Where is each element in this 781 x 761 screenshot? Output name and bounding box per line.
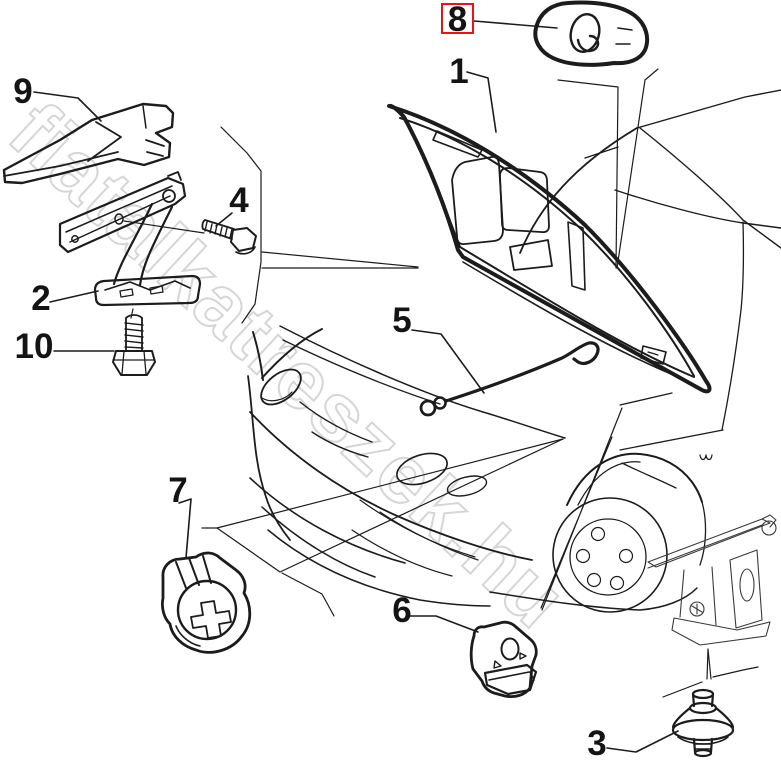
prop-rod-part-5[interactable] [419,341,600,417]
callout-part-10[interactable]: 10 [14,327,54,366]
pointer-wedges [123,68,759,698]
hinge-cover-part-9[interactable] [2,102,175,185]
hood-part-1[interactable] [387,103,712,394]
callout-part-8-highlighted[interactable]: 8 [441,2,474,37]
callout-part-3[interactable]: 3 [587,724,607,761]
callout-part-7[interactable]: 7 [168,471,188,510]
bolt-part-10[interactable] [112,314,156,376]
callout-part-1[interactable]: 1 [449,52,469,91]
buffer-part-3[interactable] [671,688,735,758]
hinge-part-2[interactable] [58,171,202,307]
bolt-part-4[interactable] [201,219,257,255]
buffer-part-7[interactable] [161,551,252,654]
callout-part-4[interactable]: 4 [229,181,249,220]
callout-part-9[interactable]: 9 [13,72,33,111]
grommet-part-8[interactable] [533,0,650,67]
front-panel-bracket-drawing [647,514,777,646]
leader-lines [33,20,679,753]
callout-part-5[interactable]: 5 [392,301,412,340]
clip-part-6[interactable] [469,620,538,698]
callout-part-6[interactable]: 6 [392,591,412,630]
callout-part-2[interactable]: 2 [31,279,51,318]
